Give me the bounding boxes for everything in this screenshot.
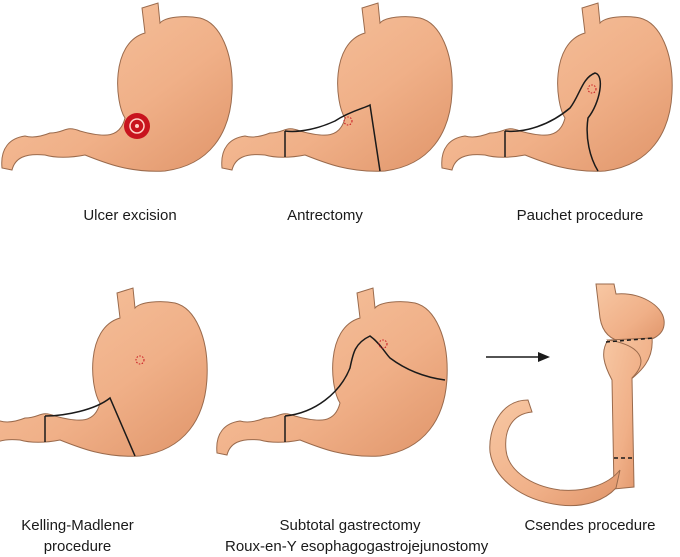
panel-antrectomy bbox=[221, 2, 453, 172]
gastric-remnant bbox=[595, 283, 665, 343]
ulcer-center bbox=[135, 124, 139, 128]
biliopancreatic-limb bbox=[489, 399, 621, 507]
caption-kelling-madlener: Kelling-Madlener procedure bbox=[0, 515, 155, 557]
caption-line: Pauchet procedure bbox=[516, 207, 644, 224]
caption-subtotal-gastrectomy: Subtotal gastrectomy Roux-en-Y esophagog… bbox=[225, 515, 489, 557]
panel-subtotal-gastrectomy bbox=[216, 287, 448, 457]
caption-line: Ulcer excision bbox=[83, 207, 177, 224]
stomach-shape bbox=[0, 287, 208, 457]
arrow-head bbox=[538, 352, 550, 362]
cut-line-antrum bbox=[284, 103, 381, 172]
cut-line-anastomosis-upper bbox=[605, 337, 655, 343]
caption-pauchet: Pauchet procedure bbox=[480, 205, 680, 226]
ulcer-marker bbox=[343, 116, 353, 126]
cut-line-resection bbox=[284, 335, 446, 417]
caption-line: Antrectomy bbox=[287, 207, 363, 224]
caption-line: Kelling-Madlener bbox=[21, 517, 134, 534]
caption-line: Roux-en-Y esophagogastrojejunostomy bbox=[225, 538, 489, 555]
caption-csendes: Csendes procedure bbox=[510, 515, 670, 536]
stomach-shape bbox=[216, 287, 448, 457]
ulcer-ring bbox=[129, 118, 145, 134]
cut-line-antrum bbox=[44, 396, 136, 457]
caption-line: procedure bbox=[43, 538, 112, 555]
ulcer-marker bbox=[378, 339, 388, 349]
ulcer-marker bbox=[135, 355, 145, 365]
stomach-shape bbox=[441, 2, 673, 172]
panel-pauchet bbox=[441, 2, 673, 172]
ulcer-marker bbox=[587, 84, 597, 94]
cut-line-lesser-curve bbox=[504, 72, 602, 172]
caption-line: Csendes procedure bbox=[524, 517, 656, 534]
panel-kelling-madlener bbox=[0, 287, 208, 457]
stomach-shape bbox=[1, 2, 233, 172]
arrow-to-csendes bbox=[486, 352, 550, 362]
caption-ulcer-excision: Ulcer excision bbox=[30, 205, 230, 226]
roux-limb bbox=[603, 339, 642, 490]
panel-ulcer-excision bbox=[1, 2, 233, 172]
caption-antrectomy: Antrectomy bbox=[225, 205, 425, 226]
stomach-shape bbox=[221, 2, 453, 172]
panel-csendes bbox=[489, 283, 665, 507]
caption-line: Subtotal gastrectomy bbox=[279, 517, 421, 534]
